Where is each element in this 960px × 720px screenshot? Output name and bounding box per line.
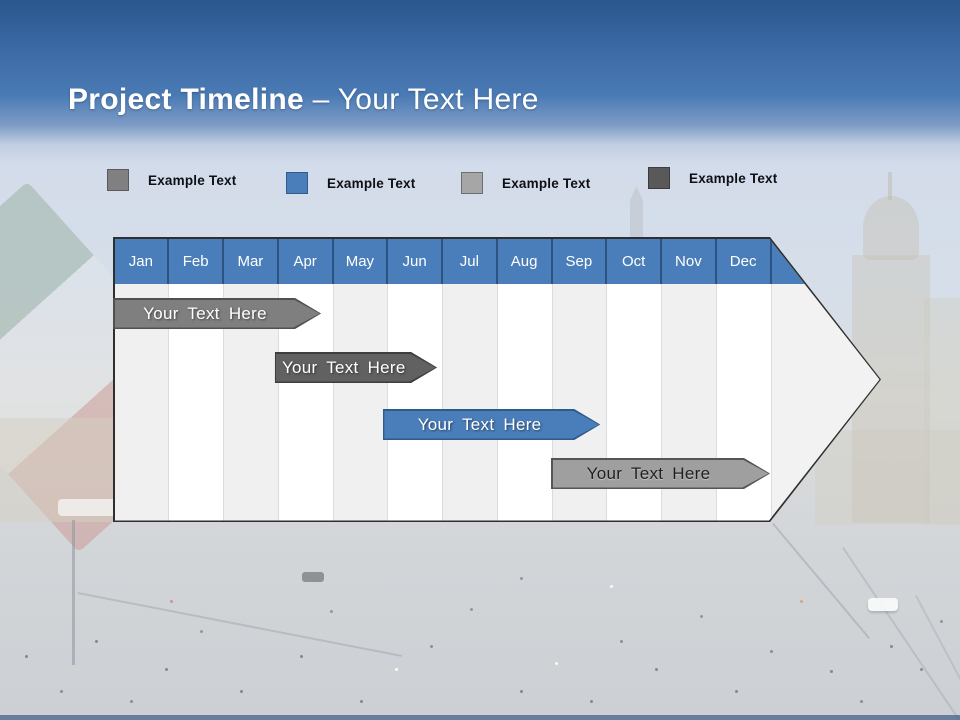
legend-swatch-icon xyxy=(648,167,670,189)
pole-shadow-decoration xyxy=(77,592,402,657)
month-column xyxy=(443,283,498,521)
task-bar-fill xyxy=(384,411,598,439)
legend-item: Example Text xyxy=(107,169,236,191)
small-dome-decoration xyxy=(630,186,643,238)
month-cell: May xyxy=(334,238,389,284)
task-bar: Your Text Here xyxy=(383,409,600,440)
month-cell: Apr xyxy=(279,238,334,284)
task-bar-label: Your Text Here xyxy=(586,463,711,483)
task-bar-fill xyxy=(553,460,769,488)
task-bar: Your Text Here xyxy=(113,298,321,329)
month-cell: Jun xyxy=(388,238,443,284)
cathedral-right-decoration xyxy=(924,298,960,524)
wire-decoration xyxy=(915,595,960,720)
month-column xyxy=(497,283,553,521)
title-main: Project Timeline xyxy=(68,83,304,117)
title-placeholder-text: – Your Text Here xyxy=(312,83,539,117)
legend-item: Example Text xyxy=(286,172,415,194)
month-cell: Sep xyxy=(553,238,608,284)
month-column xyxy=(388,283,443,521)
month-cell: Aug xyxy=(498,238,553,284)
left-building-decoration xyxy=(0,418,118,522)
legend-label: Example Text xyxy=(689,170,778,186)
legend-swatch-icon xyxy=(286,172,308,194)
legend-swatch-icon xyxy=(461,172,483,194)
task-bar-border xyxy=(275,352,438,383)
task-bar-fill xyxy=(115,300,320,328)
month-cell: Jul xyxy=(443,238,498,284)
legend-item: Example Text xyxy=(648,167,777,189)
month-cell: Jan xyxy=(115,238,170,284)
dark-car-decoration xyxy=(302,572,324,582)
task-bar-label: Your Text Here xyxy=(143,303,267,323)
plaza-people-decoration xyxy=(0,0,3,3)
task-bars-layer: Your Text Here Your Text Here Your Text … xyxy=(113,237,881,522)
task-bar: Your Text Here xyxy=(551,458,770,489)
month-cell: Oct xyxy=(607,238,662,284)
page-title: Project Timeline – Your Text Here xyxy=(68,80,539,120)
month-column xyxy=(333,283,389,521)
month-cell: Nov xyxy=(662,238,717,284)
month-cell: Feb xyxy=(169,238,224,284)
task-bar-border xyxy=(383,409,600,440)
arrow-reflection-decoration xyxy=(772,522,870,639)
legend-item: Example Text xyxy=(461,172,590,194)
legend-label: Example Text xyxy=(502,175,591,191)
task-bar-border xyxy=(113,298,321,329)
task-bar-fill xyxy=(276,354,436,382)
bottom-edge-strip xyxy=(0,715,960,720)
flagpole-decoration xyxy=(72,520,75,665)
legend-label: Example Text xyxy=(148,172,237,188)
task-bar-border xyxy=(551,458,770,489)
task-bar: Your Text Here xyxy=(275,352,438,383)
month-cell: Dec xyxy=(717,238,772,284)
cathedral-spire-decoration xyxy=(888,172,892,200)
legend-label: Example Text xyxy=(327,175,416,191)
task-bar-label: Your Text Here xyxy=(281,357,406,377)
white-car-decoration xyxy=(868,598,898,611)
wire-decoration xyxy=(842,546,960,720)
month-cell: Mar xyxy=(224,238,279,284)
task-bar-label: Your Text Here xyxy=(417,414,542,434)
legend-swatch-icon xyxy=(107,169,129,191)
